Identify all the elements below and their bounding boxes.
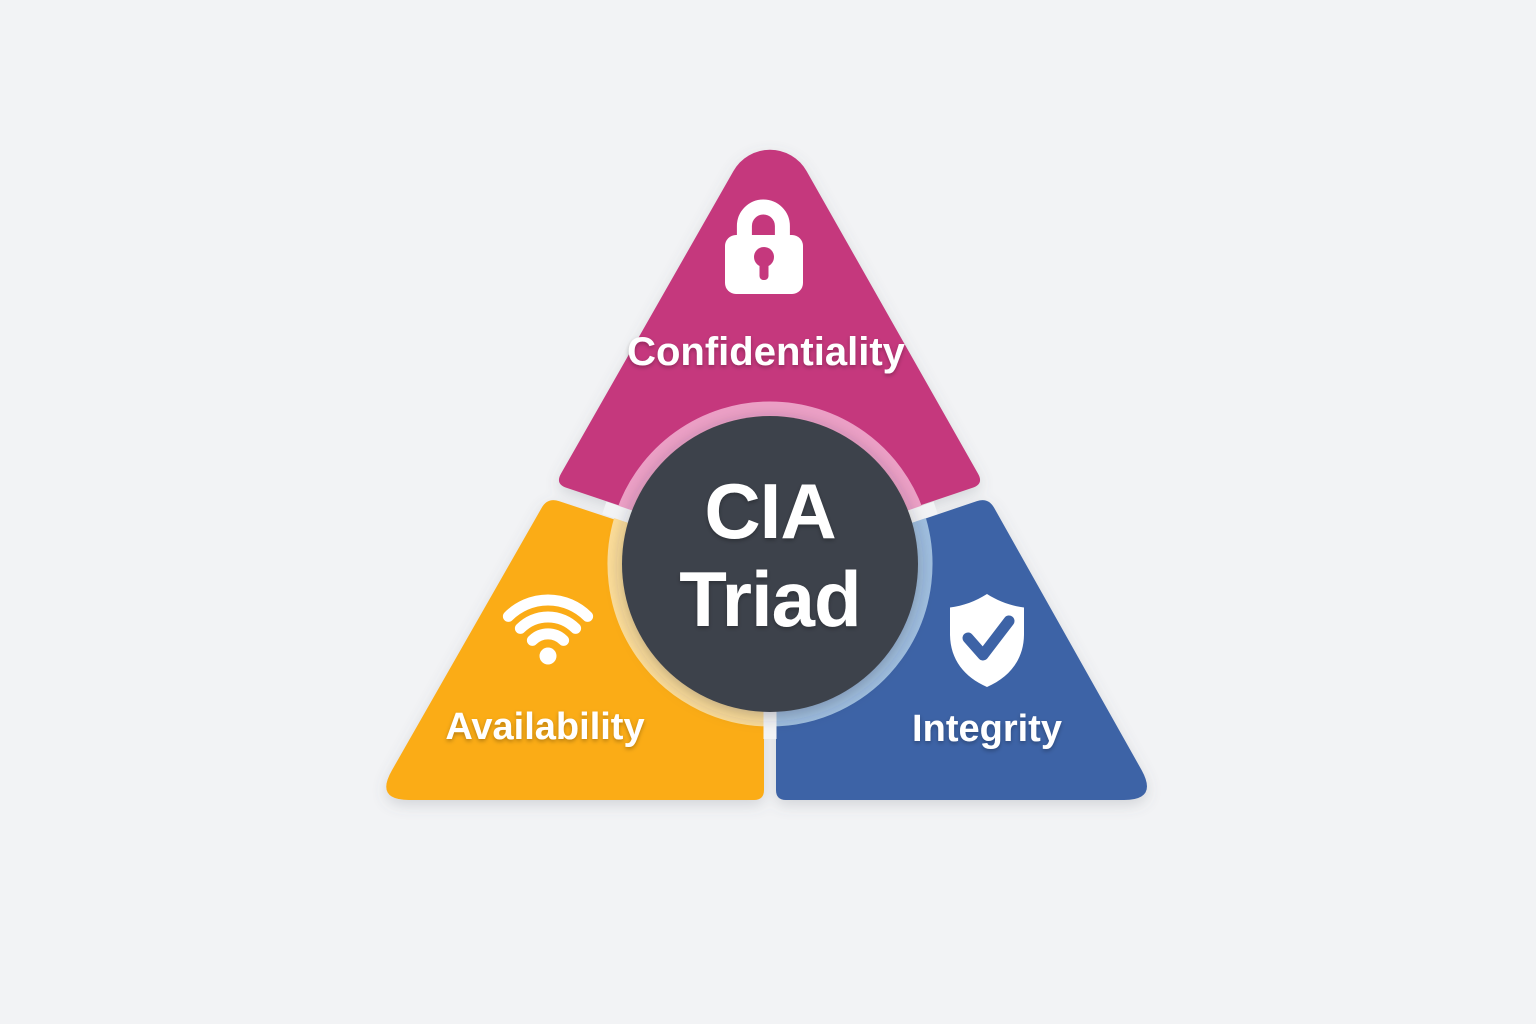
- wifi-arc-outer: [502, 594, 594, 622]
- wifi-dot: [539, 647, 557, 665]
- lock-shackle: [736, 199, 790, 240]
- availability-label: Availability: [445, 706, 644, 748]
- lock-keyhole-stem: [759, 260, 769, 280]
- confidentiality-label: Confidentiality: [627, 330, 906, 374]
- section-labels: Confidentiality Availability Integrity: [445, 330, 1062, 750]
- ring-segment-confidentiality: [616, 401, 924, 517]
- center-title-line1: CIA: [704, 467, 835, 555]
- integrity-label: Integrity: [912, 708, 1062, 750]
- shield-checkmark: [962, 615, 1015, 661]
- center-ring: [607, 401, 933, 727]
- ring-segment-availability: [607, 511, 771, 727]
- wifi-arc-inner: [526, 628, 570, 646]
- lock-keyhole-circle: [754, 247, 774, 267]
- wifi-icon: [502, 594, 594, 665]
- lock-icon: [725, 199, 803, 294]
- center-circle: [622, 416, 918, 712]
- shield-check-icon: [950, 594, 1024, 687]
- center-title-line2: Triad: [679, 555, 860, 643]
- center-title: CIA Triad: [679, 467, 861, 643]
- ring-segment-integrity: [769, 511, 933, 727]
- wifi-arc-middle: [514, 611, 582, 634]
